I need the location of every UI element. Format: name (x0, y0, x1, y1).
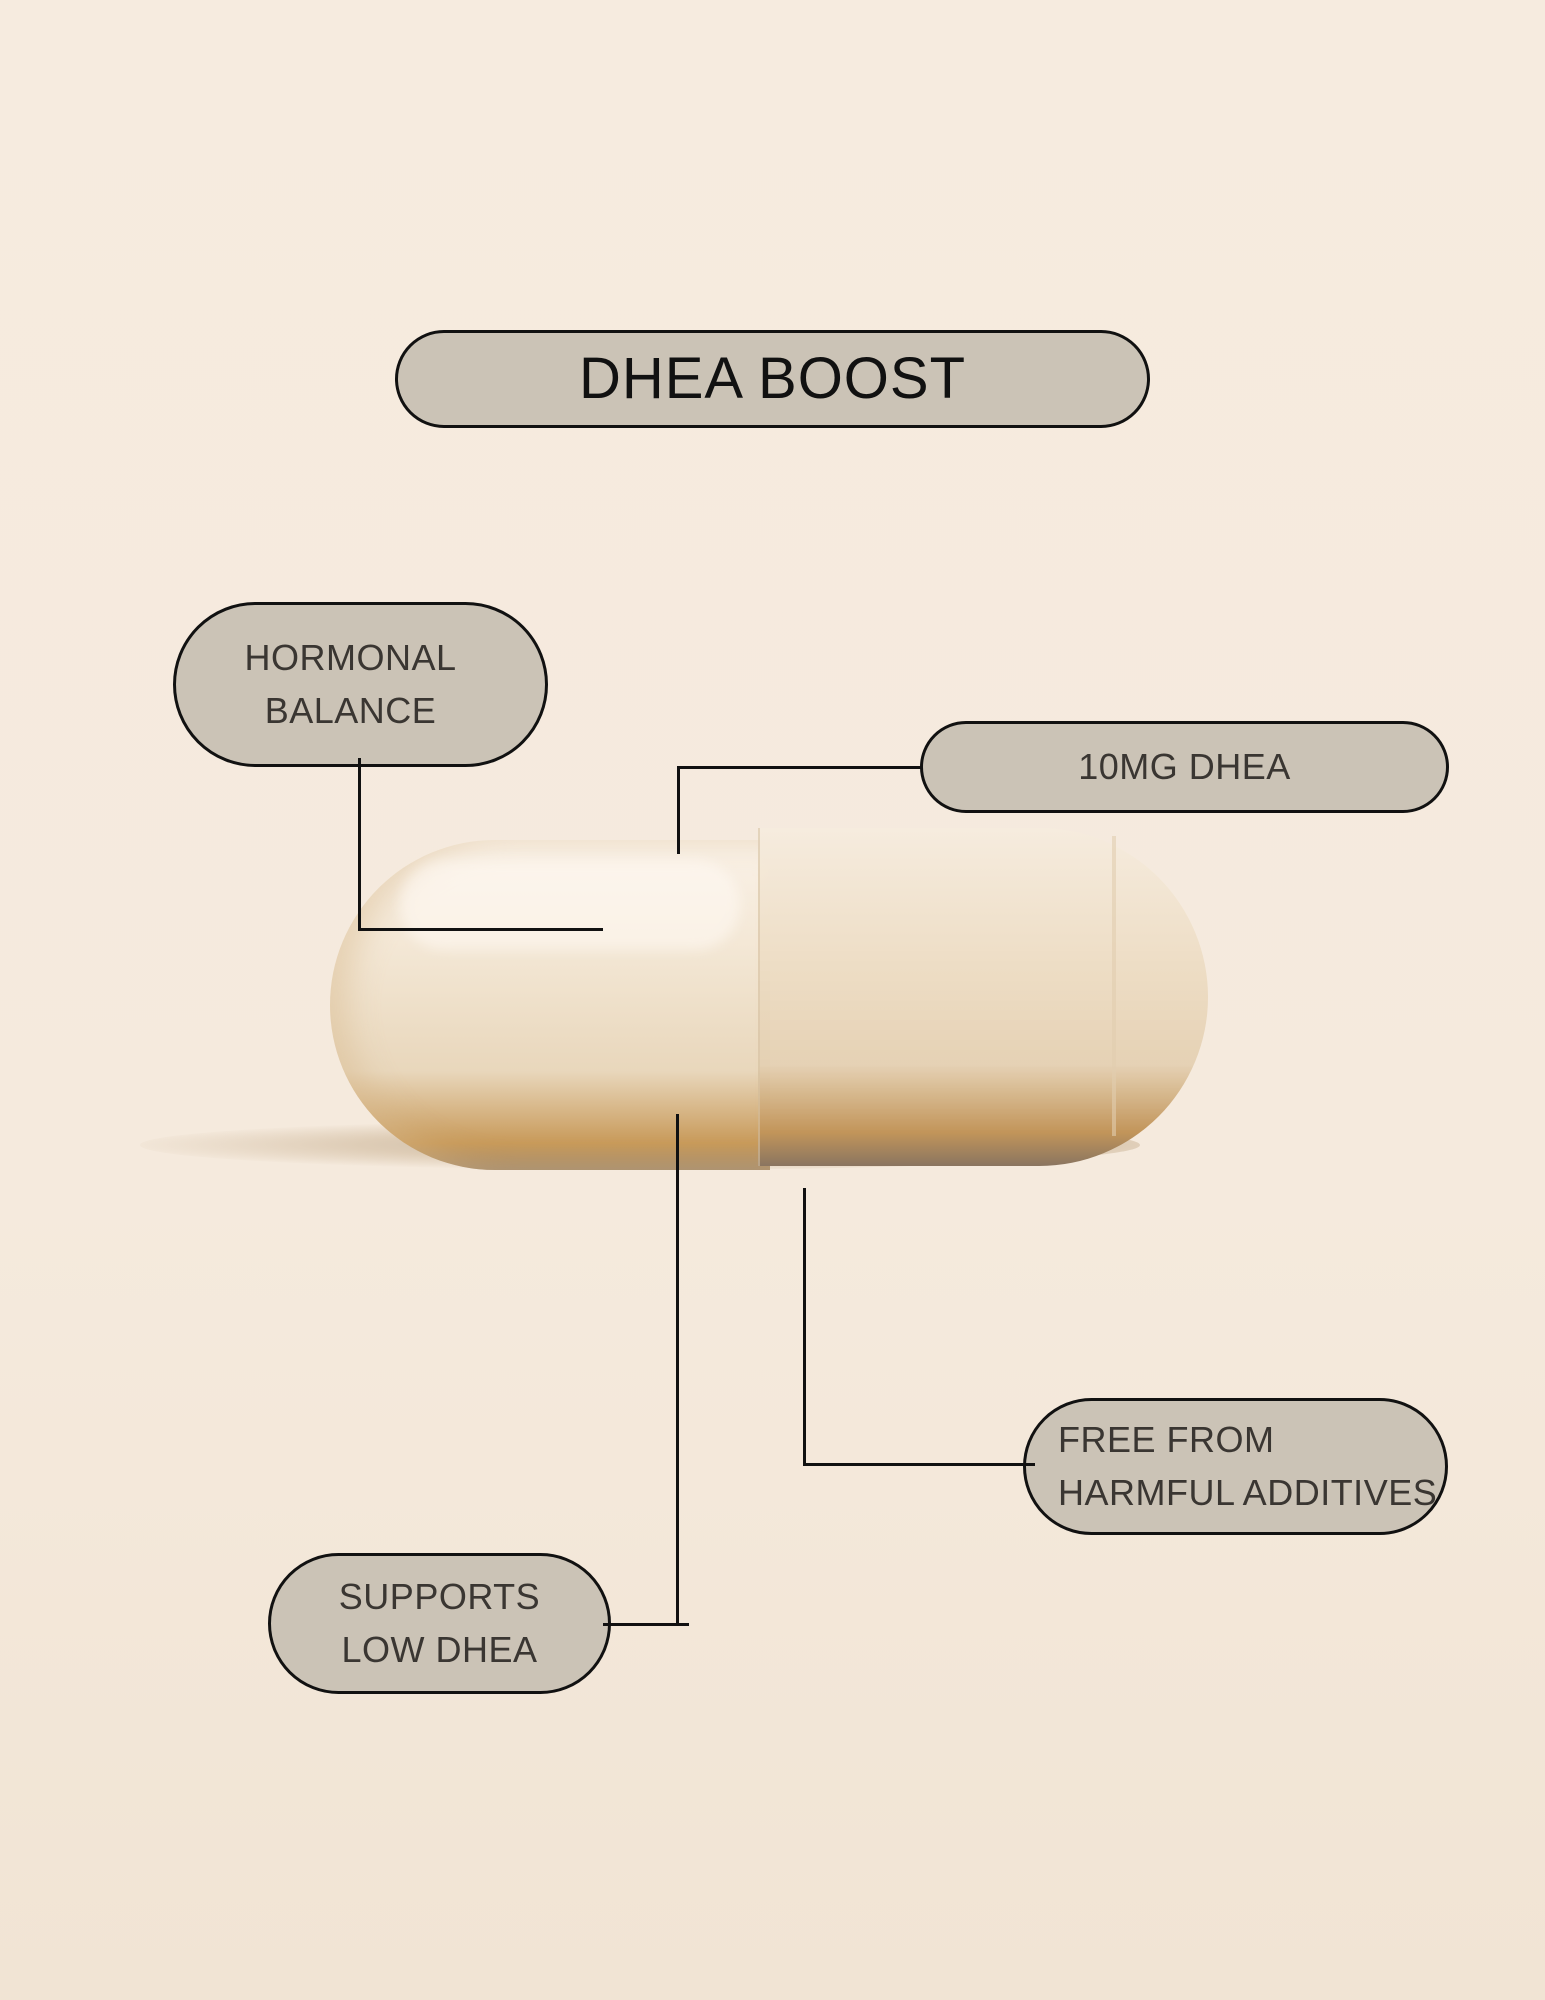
connector-supports-horizontal (603, 1623, 689, 1626)
callout-line: SUPPORTS (338, 1576, 541, 1618)
callout-line: 10MG DHEA (1078, 745, 1291, 787)
connector-supports-vertical (676, 1114, 679, 1626)
callout-supports-low-dhea: SUPPORTS LOW DHEA (268, 1553, 611, 1694)
capsule-cap-edge (1112, 836, 1116, 1136)
connector-hormonal-horizontal (358, 928, 603, 931)
callout-line: HARMFUL ADDITIVES (1058, 1471, 1438, 1513)
callout-dosage: 10MG DHEA (920, 721, 1449, 813)
connector-free-horizontal (803, 1463, 1035, 1466)
callout-line: FREE FROM (1058, 1419, 1275, 1461)
callout-line: HORMONAL (244, 637, 457, 679)
title-text: DHEA BOOST (578, 345, 967, 411)
connector-dosage-vertical (677, 766, 680, 854)
connector-hormonal-vertical (358, 758, 361, 930)
callout-line: BALANCE (264, 689, 437, 731)
capsule-body-right (758, 828, 1208, 1166)
capsule-highlight (400, 860, 740, 950)
page-title: DHEA BOOST (395, 330, 1150, 428)
connector-dosage-horizontal (677, 766, 922, 769)
connector-free-vertical (803, 1188, 806, 1465)
callout-free-from: FREE FROM HARMFUL ADDITIVES (1023, 1398, 1448, 1535)
callout-hormonal-balance: HORMONAL BALANCE (173, 602, 548, 767)
callout-line: LOW DHEA (341, 1628, 538, 1670)
